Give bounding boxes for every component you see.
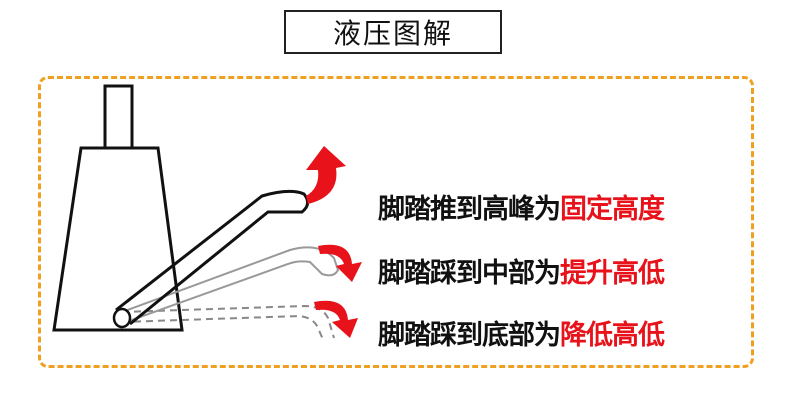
caption-bottom-prefix: 脚踏踩到底部为: [378, 320, 561, 351]
arrow-down-icon: [314, 300, 358, 338]
arrow-middle-icon: [318, 244, 362, 282]
caption-bottom-pedal: 脚踏踩到底部为降低高低: [378, 313, 665, 352]
caption-middle-highlight: 提升高低: [560, 258, 665, 289]
pedal-pivot: [112, 307, 132, 329]
caption-middle-pedal: 脚踏踩到中部为提升高低: [378, 251, 665, 290]
caption-top-prefix: 脚踏推到高峰为: [378, 194, 561, 225]
caption-bottom-highlight: 降低高低: [560, 320, 665, 351]
piston-rod: [103, 84, 134, 150]
arrow-up-icon: [306, 146, 346, 204]
caption-top-pedal: 脚踏推到高峰为固定高度: [378, 187, 665, 226]
dashed-frame: [38, 76, 754, 368]
pedal-top: [115, 189, 309, 326]
jack-body: [52, 146, 184, 332]
diagram-title: 液压图解: [284, 10, 502, 54]
caption-middle-prefix: 脚踏踩到中部为: [378, 258, 561, 289]
pedal-middle: [121, 246, 340, 323]
caption-top-highlight: 固定高度: [560, 194, 665, 225]
